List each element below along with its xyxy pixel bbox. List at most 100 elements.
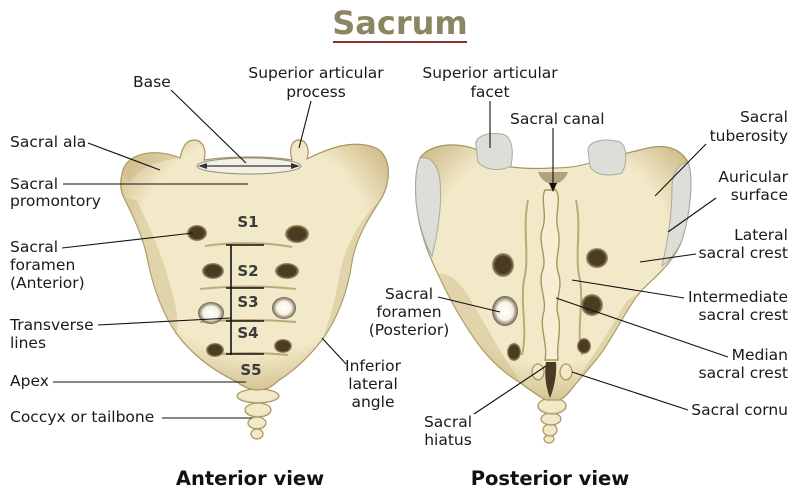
label-sacral-cornu: Sacral cornu — [691, 401, 788, 419]
label-sacral-promontory: Sacral promontory — [10, 175, 101, 210]
label-median-sacral-crest: Median sacral crest — [699, 346, 788, 382]
ala-top-shadow — [122, 152, 180, 182]
label-line: process — [286, 83, 346, 101]
label-line: foramen — [10, 256, 75, 274]
label-sacral-tuberosity: Sacral tuberosity — [710, 108, 788, 145]
coccyx-segment — [250, 428, 264, 440]
right-superior-articular-facet — [587, 139, 627, 176]
anterior-foramen-s2-right — [275, 263, 299, 279]
leader-line-base — [170, 89, 247, 164]
leader-line-auricular-surface — [667, 197, 717, 233]
label-lateral-sacral-crest: Lateral sacral crest — [699, 226, 788, 262]
transverse-ridge — [204, 242, 293, 248]
anterior-view: S1 S2 S3 S4 S5 Base Superior articular p… — [9, 64, 402, 490]
segment-label-s5: S5 — [240, 361, 261, 379]
base-arrowhead-right — [291, 163, 300, 169]
label-line: Sacral — [424, 413, 472, 431]
posterior-coccyx — [537, 397, 567, 444]
label-line: (Posterior) — [369, 321, 450, 339]
label-line: Sacral — [10, 238, 58, 256]
coccyx-segment — [236, 388, 280, 404]
label-line: surface — [731, 186, 788, 204]
anterior-foramen-s1-right — [285, 225, 309, 243]
label-sacral-ala: Sacral ala — [10, 133, 86, 151]
leader-line-intermediate-sacral-crest — [571, 279, 685, 299]
posterior-view-caption: Posterior view — [471, 467, 630, 490]
posterior-foramen-3-left — [507, 343, 521, 361]
posterior-view: Superior articular facet Sacral canal Sa… — [369, 64, 789, 490]
label-line: hiatus — [424, 431, 472, 449]
label-line: Superior articular — [422, 64, 558, 82]
posterior-foramen-2-left — [492, 296, 518, 326]
leader-line-sacral-foramen-anterior — [61, 232, 194, 249]
segment-label-s3: S3 — [237, 293, 258, 311]
coccyx-segment — [542, 423, 558, 437]
anterior-foramen-s3-right — [272, 297, 296, 319]
sacral-hiatus — [545, 362, 557, 398]
base-arrowhead-left — [198, 163, 207, 169]
leader-line-sacral-ala — [87, 142, 161, 171]
anterior-foramen-s4-left — [206, 343, 224, 357]
label-line: Inferior — [345, 357, 402, 375]
label-line: foramen — [376, 303, 441, 321]
left-sacral-cornu — [531, 363, 545, 381]
label-sacral-foramen-posterior: Sacral foramen (Posterior) — [369, 285, 450, 339]
label-line: Intermediate — [688, 288, 788, 306]
anterior-foramen-s1-left — [187, 225, 207, 241]
posterior-right-shadow — [574, 290, 642, 386]
label-line: sacral crest — [699, 306, 788, 324]
label-line: Sacral — [385, 285, 433, 303]
median-sacral-crest — [540, 189, 561, 361]
label-line: tuberosity — [710, 127, 788, 145]
label-line: angle — [351, 393, 394, 411]
label-line: sacral crest — [699, 364, 788, 382]
left-intermediate-crest — [521, 199, 529, 356]
right-ala-shadow — [322, 199, 381, 340]
label-line: Median — [732, 346, 788, 364]
posterior-left-shadow — [438, 273, 522, 384]
label-line: Sacral — [10, 175, 58, 193]
label-line: lines — [10, 334, 46, 352]
posterior-foramen-3-right — [577, 338, 591, 354]
segment-label-s1: S1 — [237, 213, 258, 231]
anterior-view-caption: Anterior view — [176, 467, 324, 490]
leader-line-median-sacral-crest — [555, 297, 729, 358]
leader-line-sacral-hiatus — [473, 365, 547, 415]
label-line: Auricular — [718, 168, 788, 186]
transverse-ridge — [199, 285, 297, 290]
posterior-foramen-2-right — [581, 294, 603, 316]
anterior-foramen-s4-right — [274, 339, 292, 353]
left-superior-articular-facet — [475, 133, 513, 170]
sacral-canal-arrowhead — [549, 183, 557, 192]
segment-label-s2: S2 — [237, 262, 258, 280]
diagram-title: Sacrum — [332, 4, 468, 42]
right-intermediate-crest — [575, 199, 583, 356]
anterior-sacrum-body — [120, 139, 389, 391]
label-line: Transverse — [9, 316, 94, 334]
leader-line-inferior-lateral-angle — [321, 337, 347, 365]
segment-label-s4: S4 — [237, 324, 258, 342]
label-line: facet — [470, 83, 509, 101]
posterior-foramen-1-left — [492, 253, 514, 277]
label-line: lateral — [348, 375, 398, 393]
coccyx-segment — [540, 412, 562, 426]
label-superior-articular-process: Superior articular process — [248, 64, 384, 101]
label-line: Sacral — [740, 108, 788, 126]
leader-line-sacral-tuberosity — [654, 143, 707, 197]
label-intermediate-sacral-crest: Intermediate sacral crest — [688, 288, 788, 324]
coccyx-segment — [244, 402, 272, 418]
label-inferior-lateral-angle: Inferior lateral angle — [345, 357, 402, 411]
left-auricular-surface — [415, 157, 441, 258]
transverse-lines-bracket — [226, 244, 264, 355]
leader-line-transverse-lines — [97, 317, 232, 326]
left-ala-shadow — [124, 198, 178, 333]
label-base: Base — [133, 73, 171, 91]
label-apex: Apex — [10, 372, 49, 390]
label-sacral-canal: Sacral canal — [510, 110, 605, 128]
label-auricular-surface: Auricular surface — [718, 168, 788, 204]
anterior-foramen-s2-left — [202, 263, 224, 279]
leader-line-superior-articular-process — [298, 100, 312, 149]
label-sacral-foramen-anterior: Sacral foramen (Anterior) — [10, 238, 85, 292]
label-line: promontory — [10, 192, 101, 210]
